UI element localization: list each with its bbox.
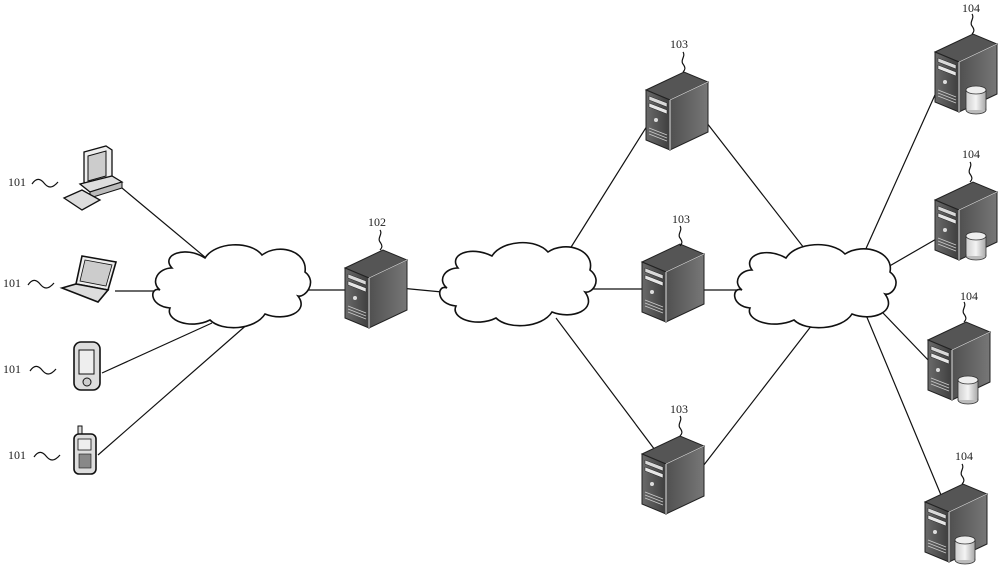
link-cloud3-server104b	[885, 237, 939, 269]
label-104: 104	[960, 289, 978, 303]
cloud-network-1	[152, 244, 312, 329]
link-cloud3-server104a	[863, 85, 940, 254]
server-103b: 103	[641, 212, 705, 323]
link-cloud2-server103a	[567, 117, 653, 253]
server-104a: 104	[934, 1, 998, 115]
link-desktop-cloud1	[121, 187, 213, 264]
cloud-network-3	[733, 243, 897, 329]
label-102: 102	[368, 215, 386, 229]
label-104: 104	[962, 147, 980, 161]
desktop-computer-icon	[62, 145, 124, 211]
link-server103a-cloud3	[702, 117, 812, 258]
label-103: 103	[670, 402, 688, 416]
server-icon	[641, 243, 705, 323]
label-103: 103	[672, 212, 690, 226]
database-icon	[965, 231, 987, 261]
server-icon	[344, 249, 408, 329]
label-103: 103	[670, 37, 688, 51]
label-terminal-2: 101	[3, 276, 55, 290]
terminal-pda	[73, 341, 101, 391]
database-icon	[957, 375, 979, 405]
link-cloud2-server103c	[555, 317, 656, 451]
server-icon	[641, 435, 705, 515]
link-cloud3-server104c	[882, 312, 931, 363]
server-103a: 103	[645, 37, 709, 151]
terminal-desktop	[62, 145, 124, 211]
mobile-phone-icon	[73, 425, 97, 475]
label-101: 101	[8, 175, 26, 189]
link-phone-cloud1	[97, 321, 251, 456]
label-terminal-3: 101	[3, 362, 57, 376]
link-server103c-cloud3	[699, 324, 813, 471]
server-102: 102	[344, 215, 408, 329]
label-terminal-4: 101	[8, 448, 61, 462]
server-103c: 103	[641, 402, 705, 515]
terminal-mobile-phone	[73, 425, 97, 475]
label-101: 101	[3, 362, 21, 376]
pda-icon	[73, 341, 101, 391]
server-104c: 104	[927, 289, 991, 405]
link-pda-cloud1	[101, 322, 213, 374]
label-101: 101	[3, 276, 21, 290]
label-terminal-1: 101	[8, 175, 59, 189]
server-icon	[645, 71, 709, 151]
database-icon	[954, 535, 976, 565]
server-104b: 104	[934, 147, 998, 261]
link-cloud3-server104d	[865, 314, 942, 496]
label-104: 104	[962, 1, 980, 15]
server-104d: 104	[924, 449, 988, 565]
database-icon	[965, 85, 987, 115]
terminal-laptop	[59, 255, 118, 303]
label-104: 104	[955, 449, 973, 463]
label-101: 101	[8, 448, 26, 462]
laptop-icon	[59, 255, 118, 303]
cloud-network-2	[439, 241, 597, 327]
